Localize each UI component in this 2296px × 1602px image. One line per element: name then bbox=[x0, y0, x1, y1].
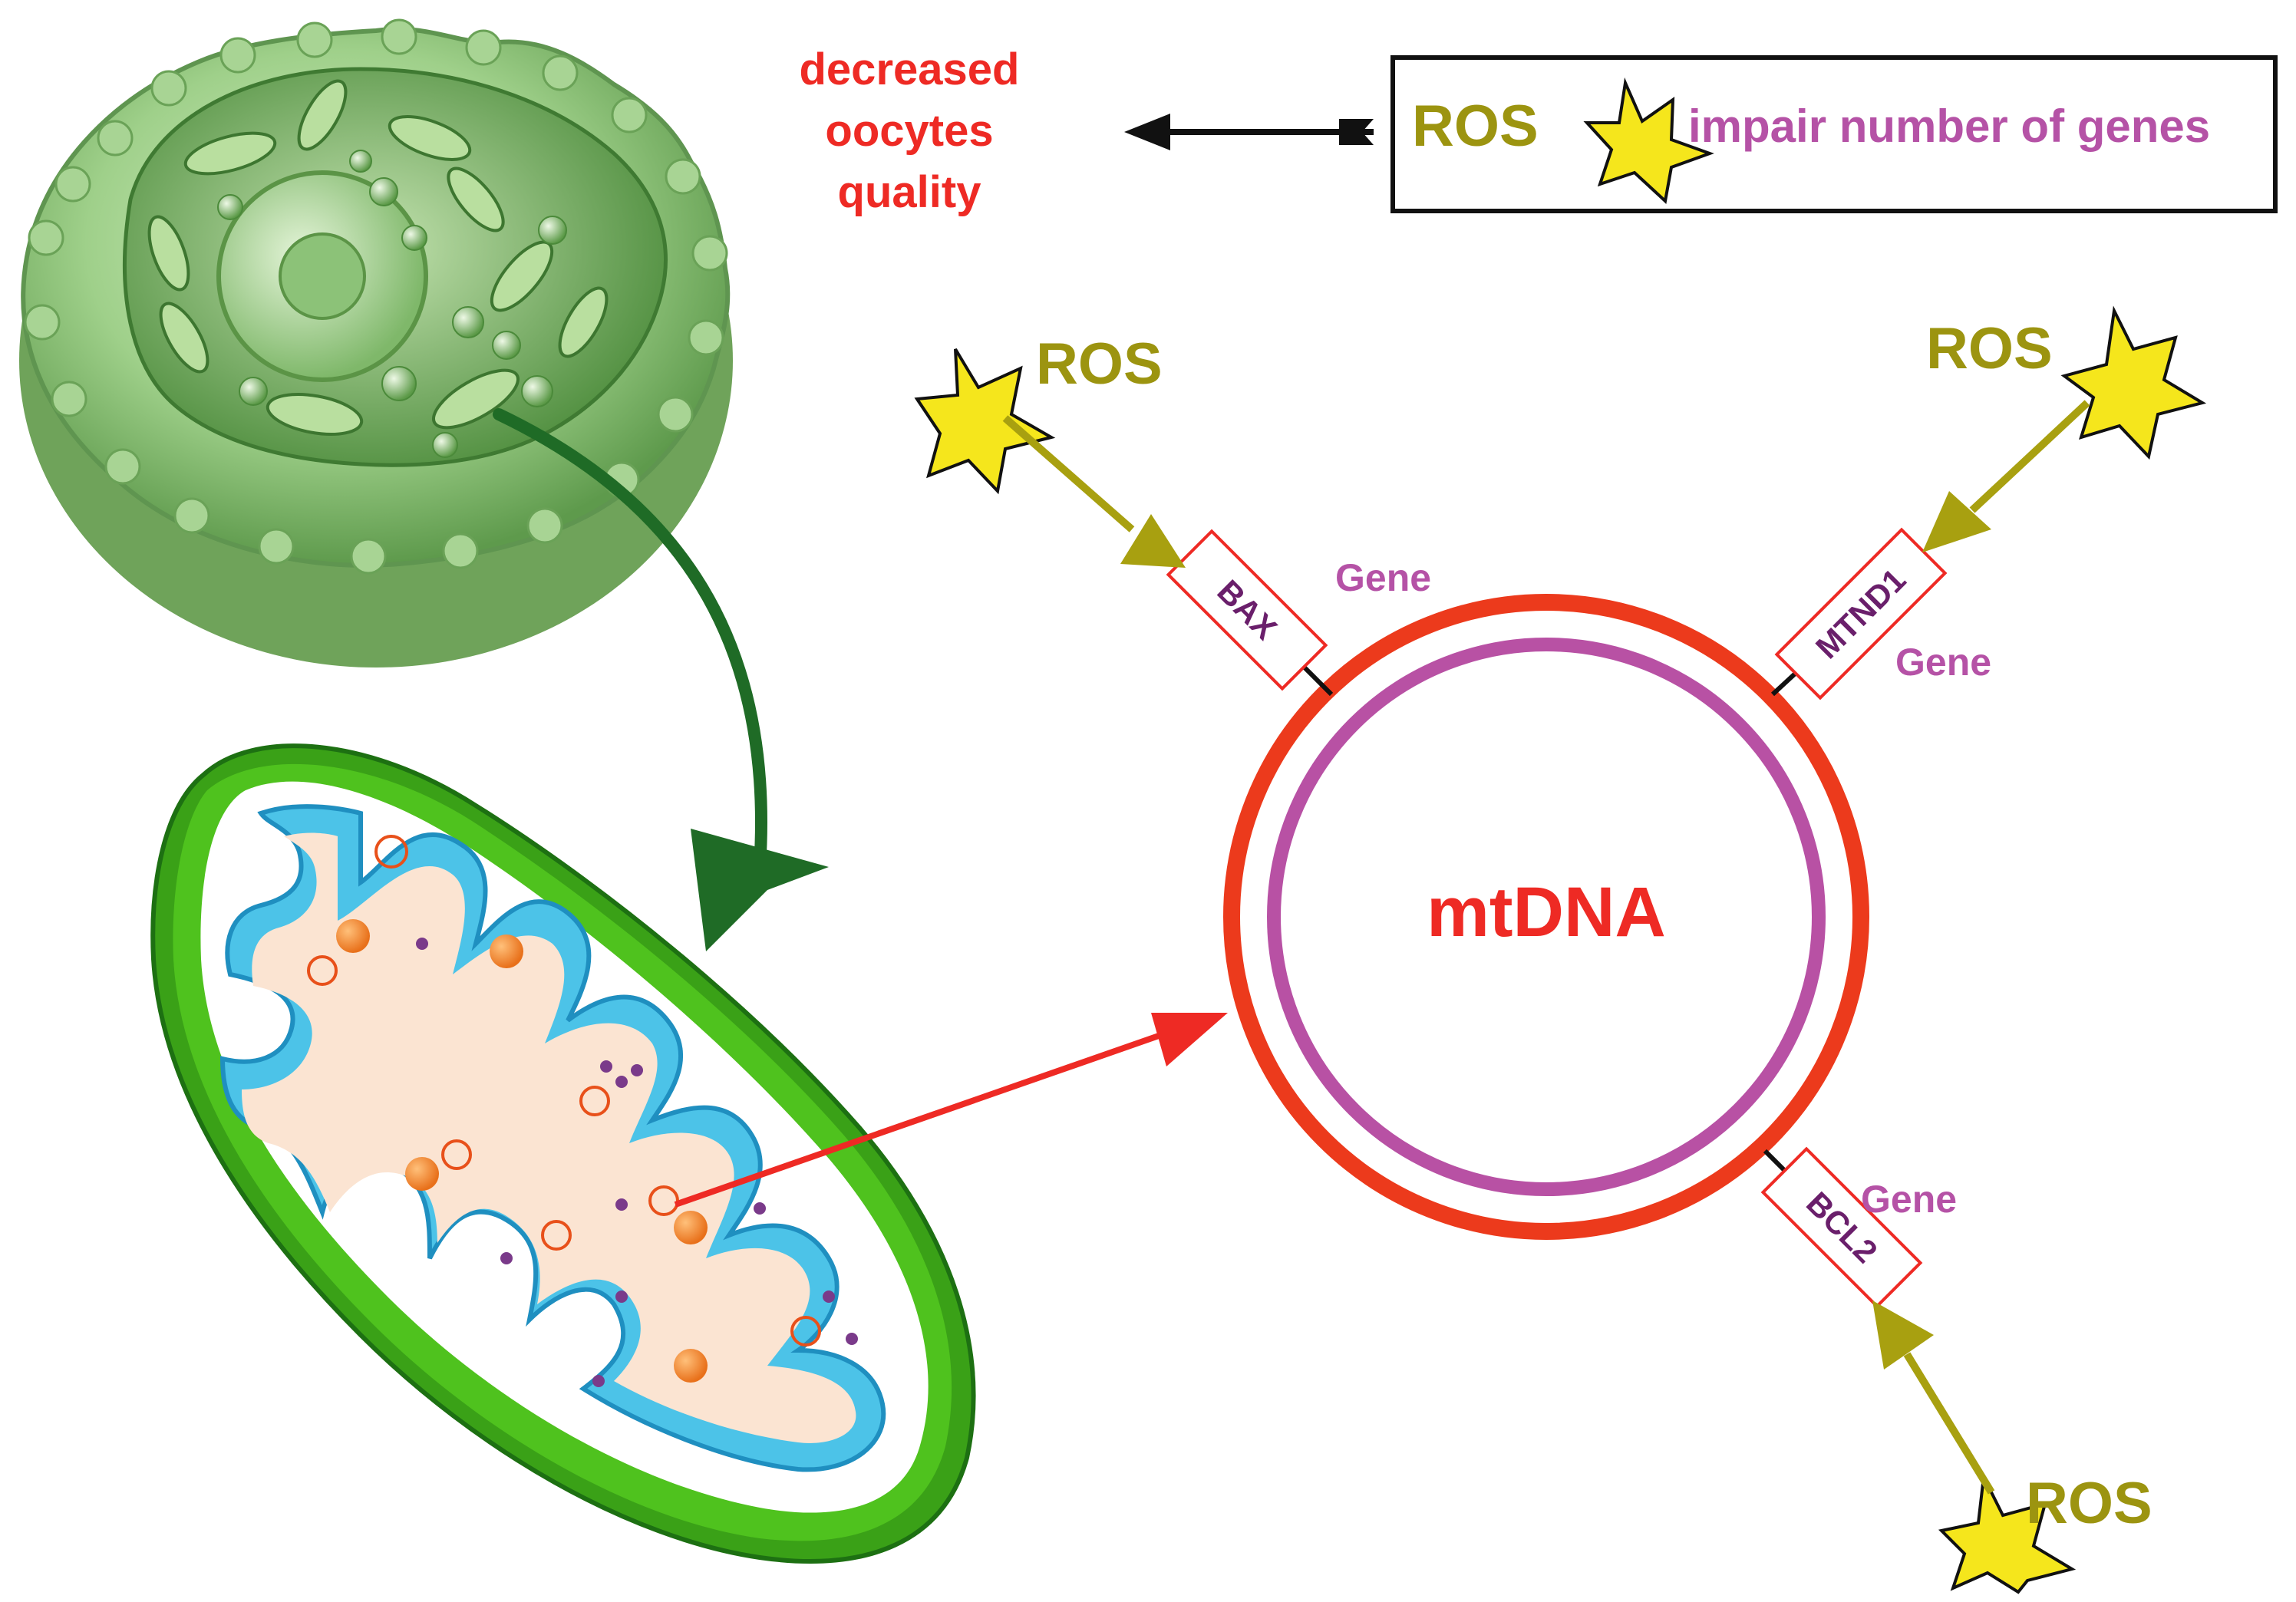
ros-upper-right-label: ROS bbox=[1926, 316, 2053, 381]
outcome-line-3: quality bbox=[838, 167, 981, 217]
cell-to-mito-arrow bbox=[493, 408, 768, 873]
legend-to-outcome-arrowhead bbox=[1124, 114, 1170, 150]
gene-mtnd1-label: Gene bbox=[1895, 641, 1991, 684]
ros-star-icon bbox=[914, 348, 1056, 495]
ros-upper-left: ROS bbox=[914, 331, 1186, 568]
oocyte-cell-illustration bbox=[19, 18, 733, 668]
mitochondrion-illustration bbox=[150, 743, 976, 1564]
mito-matrix bbox=[242, 832, 856, 1443]
legend-ros-label: ROS bbox=[1412, 94, 1539, 159]
mito-to-mtdna-arrowhead bbox=[1151, 1013, 1228, 1066]
outcome-line-2: oocytes bbox=[825, 106, 993, 156]
mtdna-label: mtDNA bbox=[1427, 873, 1666, 951]
ros-star-icon bbox=[2060, 305, 2207, 460]
ros-star-icon bbox=[1938, 1472, 2077, 1594]
ros-upper-right: ROS bbox=[1922, 305, 2207, 552]
legend-description: impair number of genes bbox=[1688, 101, 2210, 152]
cell-to-mito-arrowhead bbox=[691, 829, 829, 951]
mtdna-ring: mtDNA bbox=[1223, 594, 1869, 1240]
mito-to-mtdna-arrow bbox=[674, 1033, 1160, 1208]
gene-bax: BAX Gene bbox=[1166, 529, 1431, 697]
gene-bcl2: BCL2 Gene bbox=[1760, 1146, 1957, 1309]
legend-box: ROS impair number of genes bbox=[1390, 55, 2278, 213]
outcome-text: decreased oocytes quality bbox=[800, 44, 1020, 217]
gene-mtnd1: MTND1 Gene bbox=[1770, 527, 1991, 700]
gene-bax-label: Gene bbox=[1335, 556, 1431, 599]
ros-lower-right: ROS bbox=[1872, 1300, 2152, 1594]
ros-lower-right-label: ROS bbox=[2026, 1471, 2152, 1536]
legend-star-icon bbox=[1583, 77, 1714, 204]
gene-bcl2-label: Gene bbox=[1861, 1178, 1957, 1221]
ros-upper-left-label: ROS bbox=[1036, 331, 1163, 397]
outcome-line-1: decreased bbox=[800, 44, 1020, 94]
